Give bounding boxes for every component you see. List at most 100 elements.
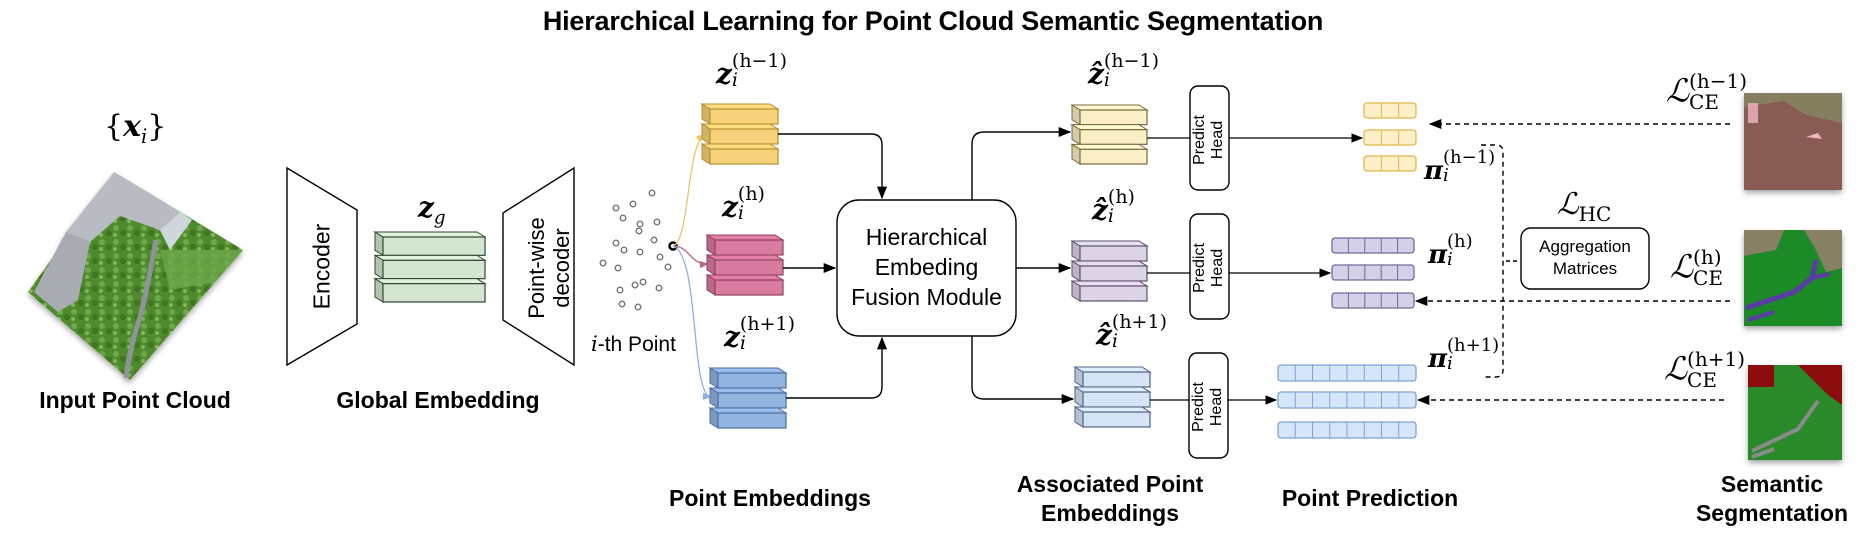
ith-point-suffix: -th Point <box>597 333 676 356</box>
point-cloud-dot <box>648 189 656 197</box>
zhat-h-stack <box>1070 240 1149 302</box>
section-associated-point-embeddings: Associated Point Embeddings <box>980 470 1240 528</box>
fusion-to-zhat-h-plus-1-arrow <box>971 336 1075 405</box>
slab-front-face <box>1079 129 1148 145</box>
z-sup: (h) <box>737 183 765 205</box>
slab-top-face <box>1073 386 1152 393</box>
slab-front-face <box>382 283 486 303</box>
zhat-sub: i <box>1103 69 1110 91</box>
aggregation-matrices-box <box>1520 227 1650 290</box>
slab-top-face <box>700 103 780 110</box>
prediction-bars <box>1277 102 1417 439</box>
predict-line: Predict <box>1190 382 1207 432</box>
section-semantic-segmentation: Semantic Segmentation <box>1692 470 1852 528</box>
decoder-label-line2: decoder <box>549 228 574 308</box>
pi-h-plus-1-symbol: π(h+1)i <box>1428 336 1499 378</box>
pi-sup: (h+1) <box>1447 335 1500 356</box>
section-global-embedding: Global Embedding <box>336 387 540 413</box>
slab-top-face <box>705 274 785 281</box>
segmentation-image-h-minus-1 <box>1744 93 1842 190</box>
pi-var: π <box>1428 240 1448 270</box>
pi-h-symbol: π(h)i <box>1428 232 1473 274</box>
ce-L: ℒ <box>1664 349 1688 388</box>
zhat-h-plus-1-symbol: ẑ(h+1)i <box>1096 312 1167 356</box>
ce-sup: (h−1) <box>1689 69 1748 93</box>
seg-region <box>1744 230 1784 256</box>
point-cloud-dot <box>653 218 661 226</box>
z-sub: i <box>731 69 738 91</box>
zg-var: z <box>418 191 434 224</box>
ce-sup: (h+1) <box>1687 347 1746 371</box>
prediction-vector <box>1277 421 1417 439</box>
brace-close: } <box>147 109 167 144</box>
prediction-vector <box>1331 292 1415 309</box>
zhat-sub: i <box>1107 205 1114 227</box>
z-var: z <box>716 57 732 91</box>
point-cloud-dot <box>612 239 620 247</box>
hc-loss-bracket <box>1481 144 1504 378</box>
point-cloud-dot <box>616 286 624 294</box>
seg-region <box>1811 272 1831 280</box>
aggregation-line2: Matrices <box>1552 259 1618 278</box>
seg-region <box>1798 365 1842 405</box>
z-h-symbol: z(h)i <box>722 184 765 228</box>
point-cloud-dots <box>599 189 672 311</box>
slab-front-face <box>709 128 779 145</box>
slab-front-face <box>1082 411 1151 428</box>
point-cloud-dot <box>631 281 639 289</box>
slab-front-face <box>714 239 784 256</box>
pi-sub: i <box>1447 249 1453 270</box>
ce-sub: CE <box>1687 368 1717 392</box>
z-sub: i <box>737 202 744 224</box>
seg-region <box>1748 103 1758 123</box>
slab-top-face <box>700 123 780 130</box>
prediction-vector <box>1331 264 1415 281</box>
zhat-sup: (h−1) <box>1103 50 1159 72</box>
slab-front-face <box>1082 391 1151 408</box>
zh-minus-1-to-fusion-arrow <box>778 133 888 200</box>
slab-top-face <box>1073 406 1152 413</box>
pc-roof <box>160 212 192 250</box>
predict-line: Predict <box>1191 243 1208 293</box>
pi-h-bars <box>1331 237 1415 309</box>
point-cloud-dot <box>620 246 628 254</box>
input-set-symbol: {xi} <box>104 109 167 147</box>
associated-line1: Associated Point <box>1016 471 1204 497</box>
slab-front-face <box>382 259 486 280</box>
slab-top-face <box>1070 104 1149 111</box>
predict-head-box-h <box>1189 213 1230 320</box>
slab-front-face <box>382 236 486 256</box>
point-cloud-dot <box>639 278 647 286</box>
ce-sub: CE <box>1689 90 1719 114</box>
slab-top-face <box>700 143 780 150</box>
pi-h-minus-1-symbol: π(h−1)i <box>1424 148 1495 190</box>
point-cloud-dot <box>618 300 626 308</box>
ce-sub: CE <box>1693 266 1723 290</box>
zhat-h-minus-1-stack <box>1070 104 1149 165</box>
prediction-vector-frame <box>1363 102 1417 119</box>
seg-region <box>1751 447 1775 459</box>
prediction-vector <box>1331 237 1415 254</box>
prediction-vector <box>1363 129 1417 146</box>
pi-h-minus-1-bars <box>1363 102 1417 172</box>
ce-sup: (h) <box>1693 245 1722 269</box>
point-cloud-dot <box>599 259 607 267</box>
pc-trees-right <box>160 250 243 290</box>
fusion-line2: Embeding <box>874 254 979 280</box>
zhat-sup: (h) <box>1107 186 1135 208</box>
seg-region <box>1806 133 1822 139</box>
prediction-vector-frame <box>1363 129 1417 146</box>
prediction-vector-frame <box>1331 237 1415 254</box>
fusion-line3: Fusion Module <box>851 284 1002 310</box>
z-h-minus-1-stack <box>700 103 780 165</box>
seg-region <box>1744 93 1842 123</box>
head-line: Head <box>1209 120 1226 160</box>
prediction-vector-frame <box>1331 264 1415 281</box>
pi-sub: i <box>1447 353 1453 374</box>
ce-loss-h-symbol: ℒ(h)CE <box>1670 245 1723 290</box>
decoder-label-line1: Point-wise <box>524 217 549 319</box>
slab-front-face <box>717 412 787 429</box>
pi-sup: (h−1) <box>1443 147 1496 168</box>
slab-front-face <box>714 259 784 276</box>
